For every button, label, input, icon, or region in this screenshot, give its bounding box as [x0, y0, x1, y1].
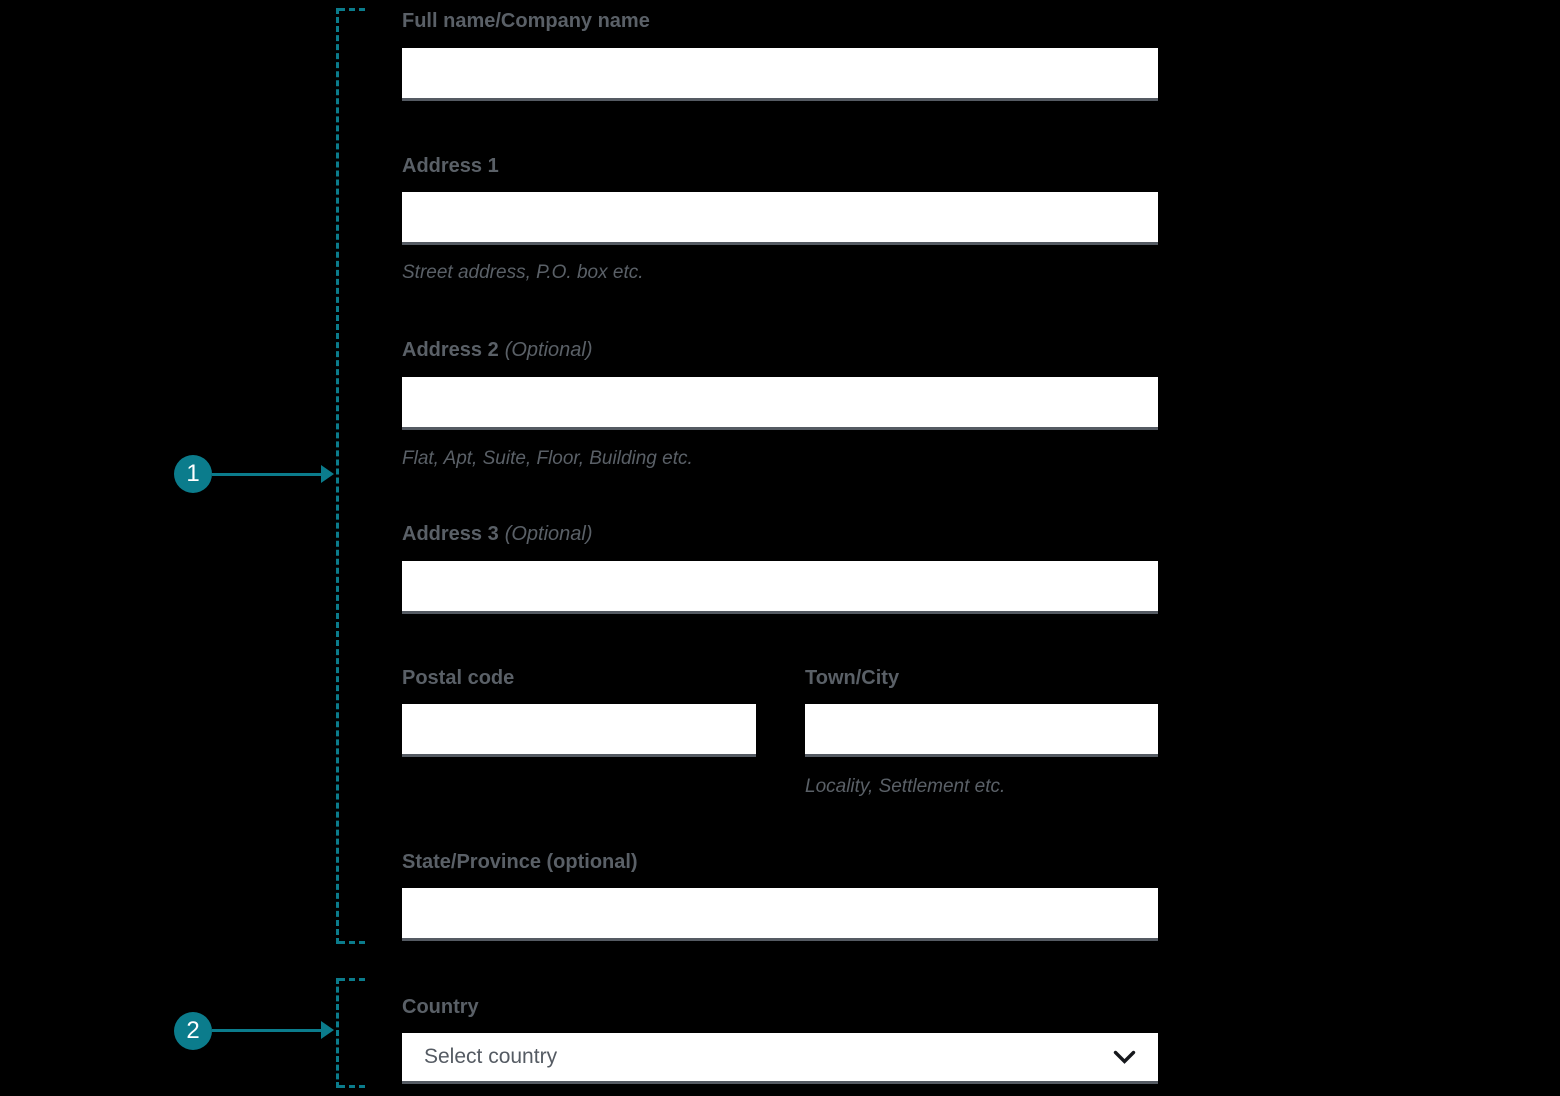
address1-input[interactable] — [402, 192, 1158, 245]
address3-label: Address 3(Optional) — [402, 523, 593, 546]
address2-label: Address 2(Optional) — [402, 339, 593, 362]
group1-bracket-line — [336, 8, 339, 944]
callout-1-arrow-head-icon — [321, 465, 334, 483]
address3-input[interactable] — [402, 561, 1158, 614]
country-label-text: Country — [402, 996, 479, 1018]
town-city-helper-text: Locality, Settlement etc. — [805, 776, 1006, 797]
callout-2-arrow-line — [212, 1029, 321, 1032]
group2-bracket-line — [336, 978, 339, 1088]
full-name-input[interactable] — [402, 48, 1158, 101]
postal-code-label: Postal code — [402, 667, 514, 690]
group2-bracket-bottom-tick — [339, 1085, 365, 1088]
group1-bracket-bottom-tick — [339, 941, 365, 944]
callout-badge-1: 1 — [174, 455, 212, 493]
group2-bracket-top-tick — [339, 978, 365, 981]
address2-optional-text: (Optional) — [504, 339, 593, 361]
state-province-label: State/Province (optional) — [402, 851, 638, 874]
state-province-input[interactable] — [402, 888, 1158, 941]
group1-bracket-top-tick — [339, 8, 365, 11]
callout-badge-2: 2 — [174, 1012, 212, 1050]
address2-label-text: Address 2 — [402, 339, 499, 361]
country-select-placeholder: Select country — [424, 1045, 558, 1068]
address3-label-text: Address 3 — [402, 523, 499, 545]
town-city-label: Town/City — [805, 667, 899, 690]
town-city-input[interactable] — [805, 704, 1158, 757]
address2-input[interactable] — [402, 377, 1158, 430]
address3-optional-text: (Optional) — [504, 523, 593, 545]
country-select[interactable]: Select country — [402, 1033, 1158, 1084]
full-name-label: Full name/Company name — [402, 10, 650, 33]
address1-helper-text: Street address, P.O. box etc. — [402, 262, 644, 283]
state-province-label-text: State/Province (optional) — [402, 851, 638, 873]
postal-code-input[interactable] — [402, 704, 756, 757]
country-label: Country — [402, 996, 479, 1019]
town-city-label-text: Town/City — [805, 667, 900, 689]
address1-label-text: Address 1 — [402, 155, 499, 177]
full-name-label-text: Full name/Company name — [402, 10, 650, 32]
address2-helper-text: Flat, Apt, Suite, Floor, Building etc. — [402, 448, 693, 469]
callout-2-arrow-head-icon — [321, 1021, 334, 1039]
postal-code-label-text: Postal code — [402, 667, 515, 689]
callout-1-arrow-line — [212, 473, 321, 476]
address1-label: Address 1 — [402, 155, 499, 178]
chevron-down-icon — [1113, 1050, 1136, 1064]
